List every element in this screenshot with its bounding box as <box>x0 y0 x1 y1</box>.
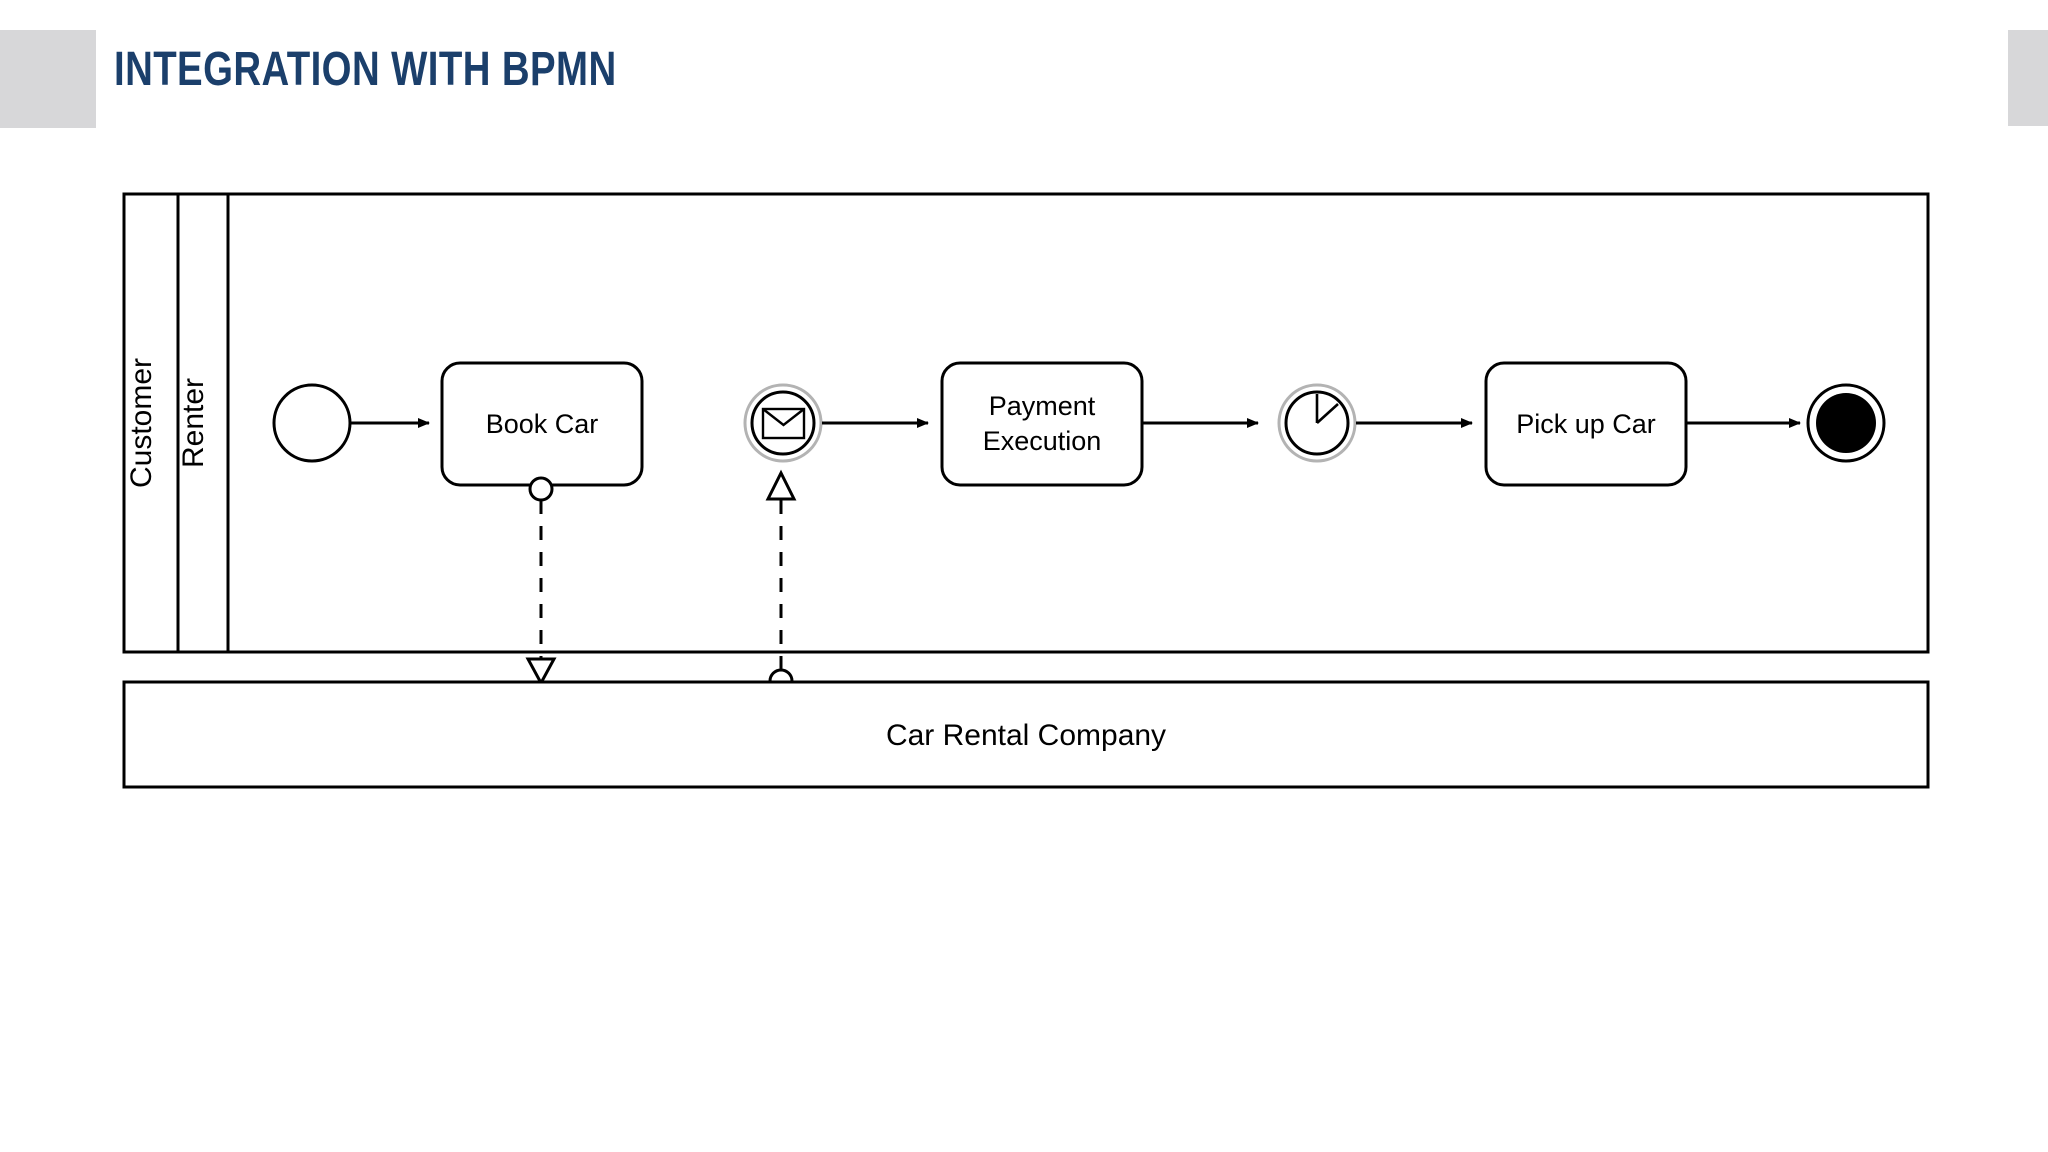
task-payment-execution[interactable]: Payment Execution <box>940 361 1144 487</box>
task-payment-execution-box <box>940 361 1144 487</box>
message-flow-book-car-to-company[interactable] <box>525 476 557 687</box>
lane-renter-label: Renter <box>177 378 210 468</box>
message-flow-arrowhead-2 <box>765 469 797 501</box>
end-event[interactable] <box>1806 383 1886 463</box>
pool-customer-label: Customer <box>125 358 158 488</box>
task-pick-up-car[interactable]: Pick up Car <box>1484 361 1688 487</box>
message-catch-event[interactable] <box>743 383 823 463</box>
accent-block-left <box>0 30 96 128</box>
timer-event[interactable] <box>1277 383 1357 463</box>
message-flow-source-circle <box>528 476 554 502</box>
pool-car-rental-company[interactable]: Car Rental Company <box>122 680 1930 789</box>
end-event-inner-disc <box>1816 393 1876 453</box>
page-title: INTEGRATION WITH BPMN <box>114 43 617 96</box>
pool-car-rental-company-label: Car Rental Company <box>886 719 1166 752</box>
task-payment-execution-label-line2: Execution <box>983 426 1102 456</box>
accent-block-right <box>2008 30 2048 126</box>
clock-icon <box>1315 394 1339 424</box>
message-flow-arrowhead <box>525 657 557 687</box>
task-book-car-label: Book Car <box>486 409 599 439</box>
pool-car-rental-company-body <box>122 680 1930 789</box>
task-book-car[interactable]: Book Car <box>440 361 644 487</box>
task-payment-execution-label-line1: Payment <box>989 391 1096 421</box>
start-event[interactable] <box>272 383 352 463</box>
task-pick-up-car-label: Pick up Car <box>1516 409 1656 439</box>
envelope-icon <box>761 407 806 440</box>
start-event-circle <box>272 383 352 463</box>
